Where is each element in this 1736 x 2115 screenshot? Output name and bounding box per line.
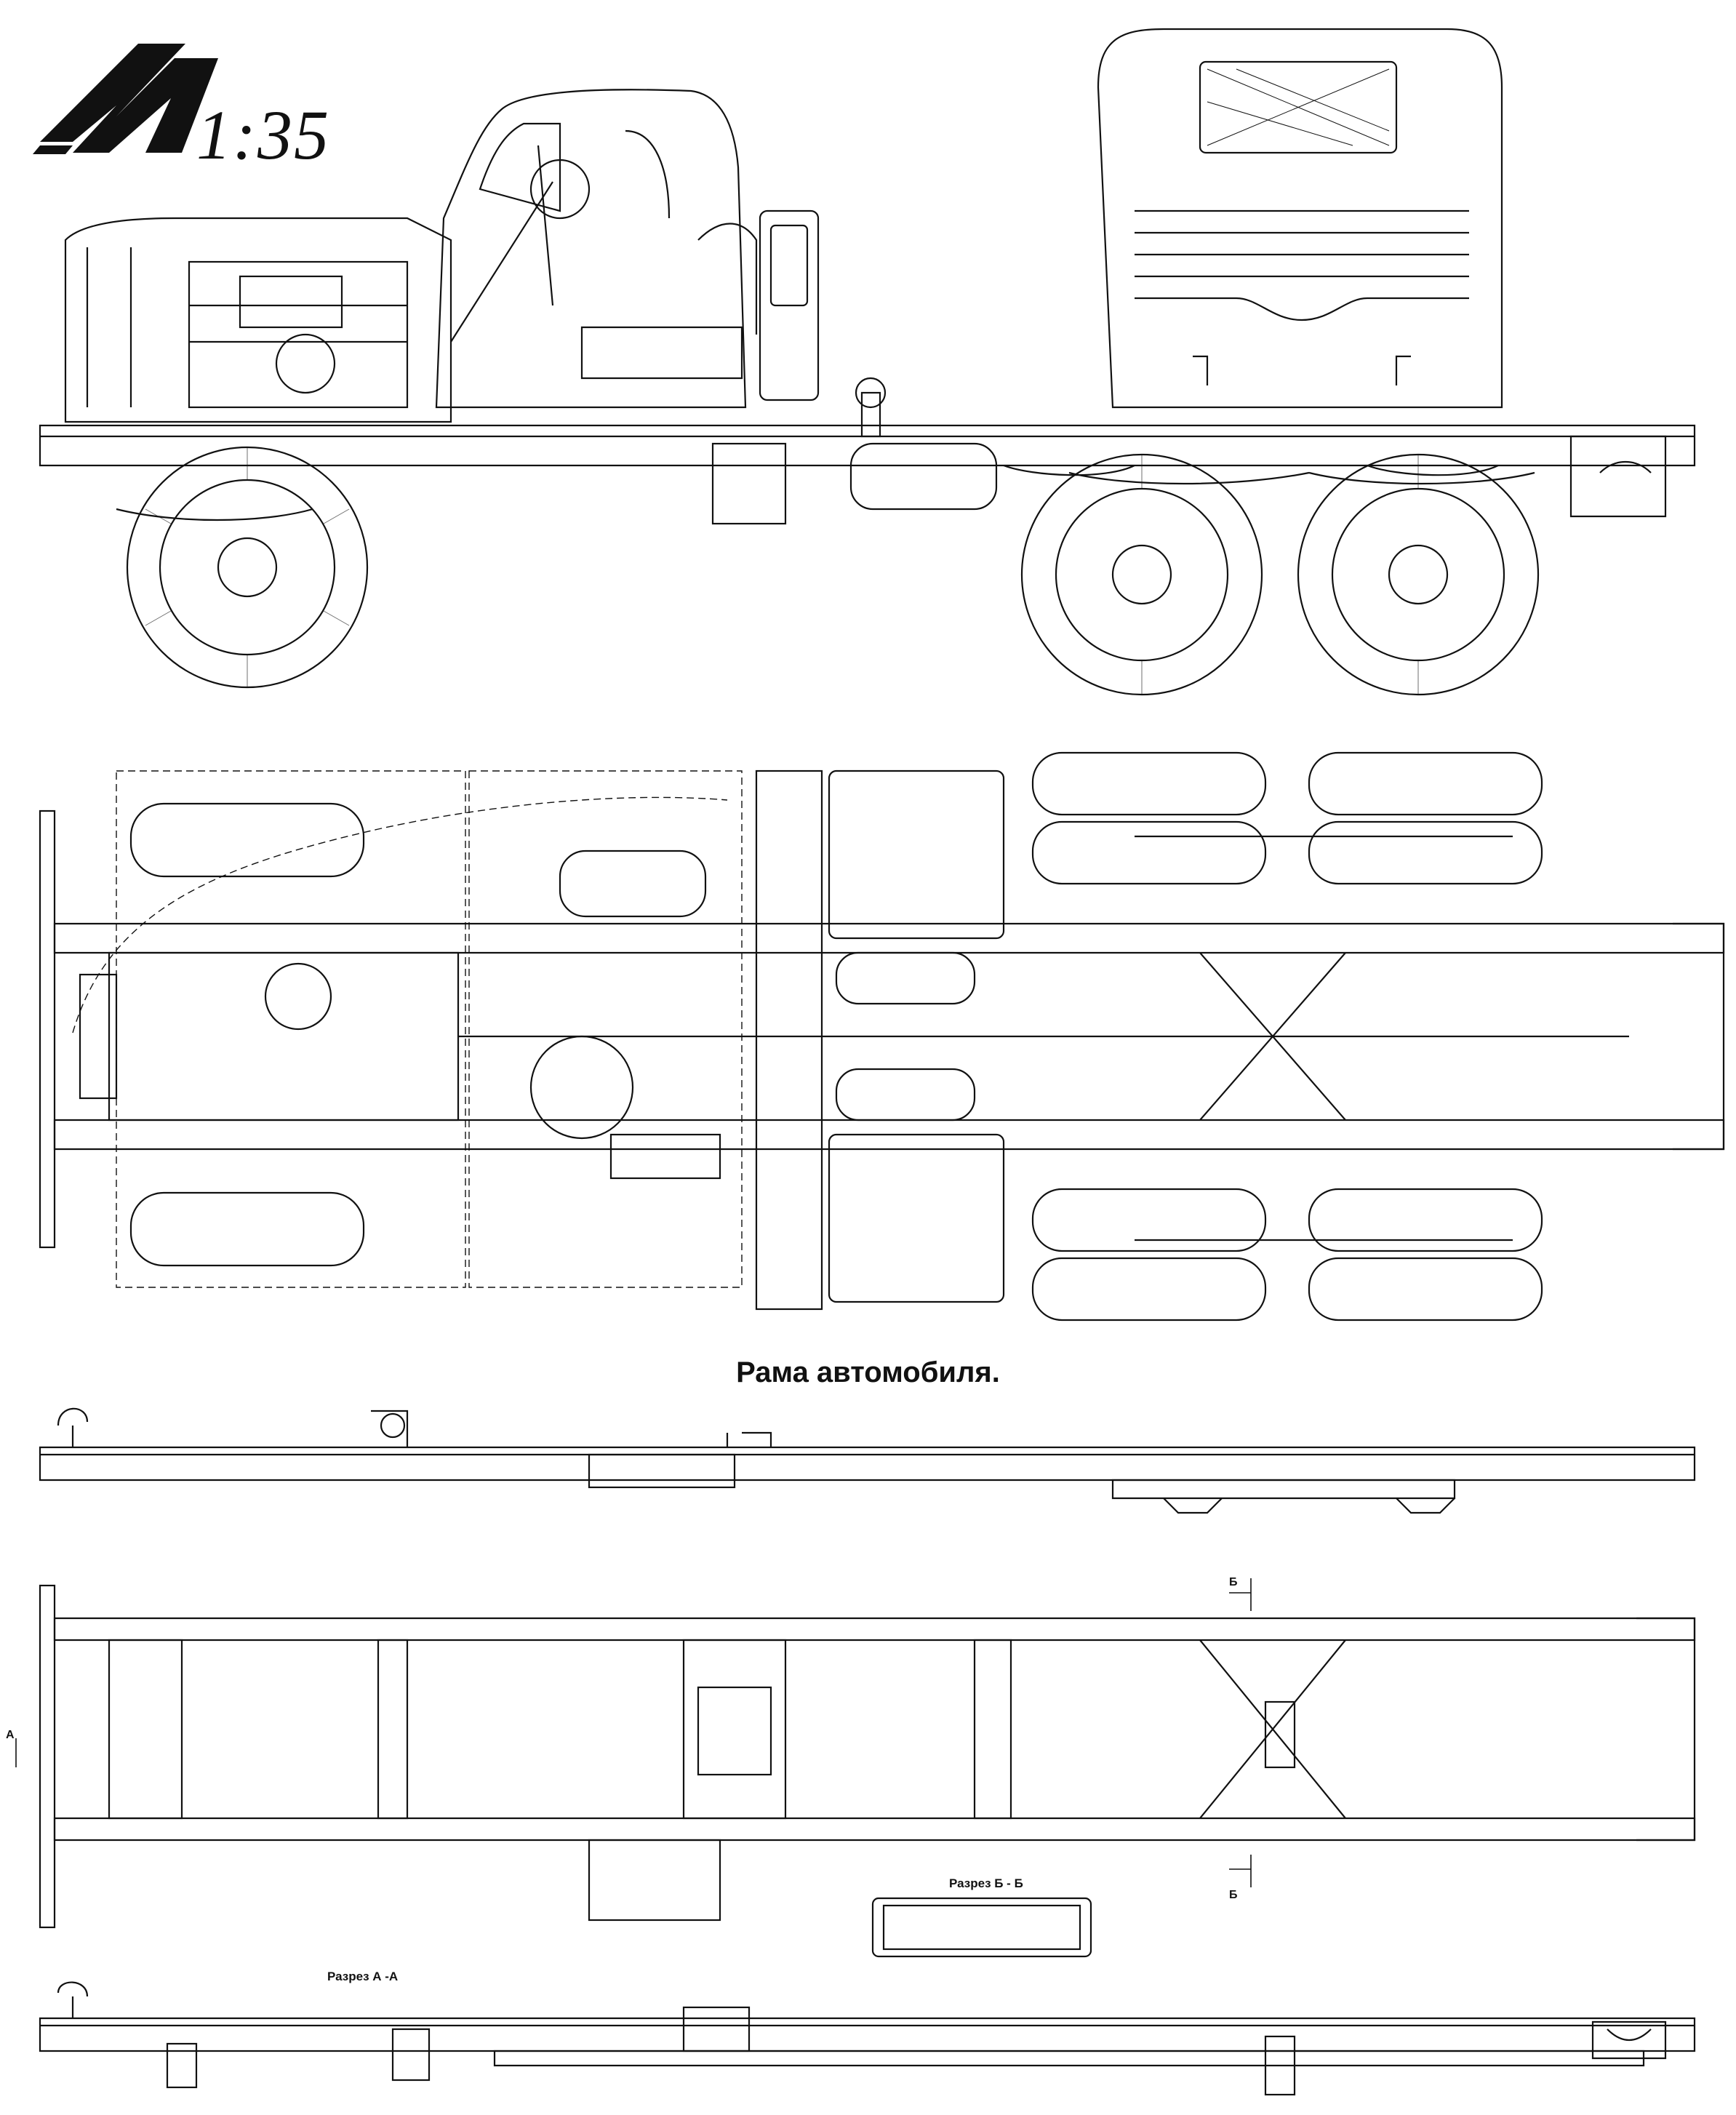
brand-logo <box>33 44 218 154</box>
marker-b-top: Б <box>1229 1576 1238 1588</box>
marker-b-bottom: Б <box>1229 1889 1238 1901</box>
frame-title: Рама автомобиля. <box>736 1356 1000 1388</box>
scale-label: 1:35 <box>196 96 330 174</box>
section-bb-label: Разрез Б - Б <box>949 1876 1023 1890</box>
frame-side-view <box>39 1407 1696 1514</box>
frame-section-aa <box>39 1981 1696 2096</box>
marker-a: А <box>6 1729 15 1741</box>
frame-top-view: Б Б А <box>6 1576 1696 1958</box>
chassis-top-view <box>39 751 1725 1322</box>
truck-side-view <box>39 28 1696 696</box>
section-aa-label: Разрез А -А <box>327 1970 399 1983</box>
